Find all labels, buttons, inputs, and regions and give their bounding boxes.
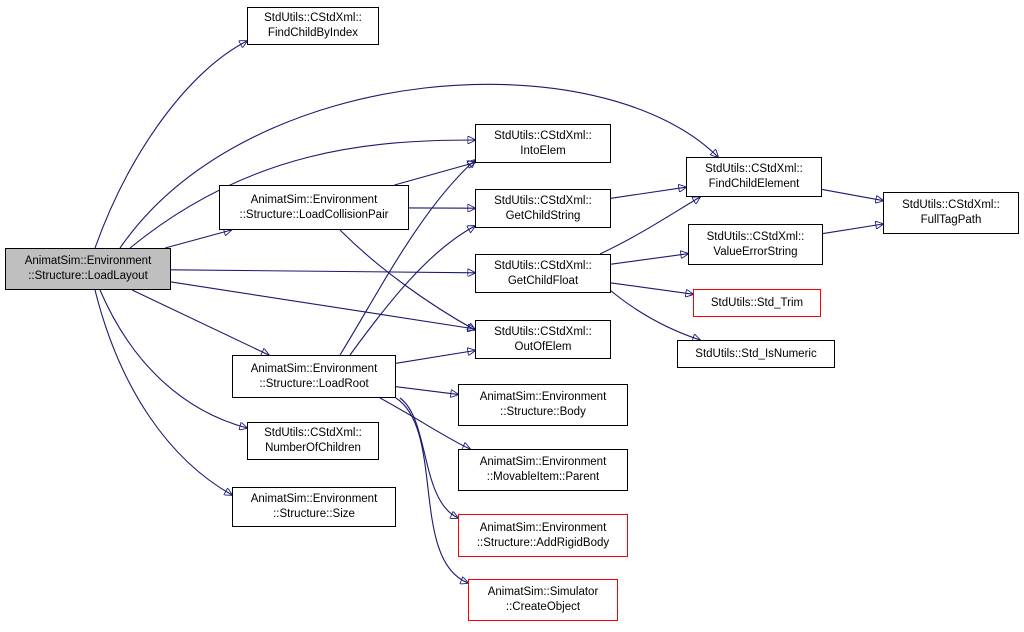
edge-loadlayout-to-getchildfloat (171, 270, 475, 273)
node-label-line: StdUtils::CStdXml:: (494, 259, 592, 274)
node-label-line: AnimatSim::Environment (25, 254, 152, 269)
node-loadroot[interactable]: AnimatSim::Environment::Structure::LoadR… (232, 355, 396, 398)
node-label-line: AnimatSim::Environment (251, 492, 378, 507)
edge-findchildelement-to-fulltagpath (822, 189, 883, 200)
edge-loadcollisionpair-to-intoelem (395, 163, 476, 186)
node-findchildbyindex[interactable]: StdUtils::CStdXml::FindChildByIndex (247, 7, 379, 45)
node-label-line: FindChildByIndex (268, 26, 358, 41)
node-label-line: ::Structure::AddRigidBody (477, 536, 609, 551)
edge-getchildstring-to-findchildelement (611, 187, 686, 198)
node-label-line: ::Structure::LoadRoot (259, 377, 368, 392)
node-label-line: StdUtils::CStdXml:: (264, 11, 362, 26)
node-label-line: ::Structure::LoadCollisionPair (240, 208, 389, 223)
node-label-line: StdUtils::Std_IsNumeric (695, 347, 816, 362)
node-std-isnumeric[interactable]: StdUtils::Std_IsNumeric (677, 340, 835, 368)
node-addrigidbody[interactable]: AnimatSim::Environment::Structure::AddRi… (458, 514, 628, 557)
node-label-line: AnimatSim::Simulator (488, 585, 599, 600)
node-size[interactable]: AnimatSim::Environment::Structure::Size (232, 487, 396, 527)
edge-valueerrorstring-to-fulltagpath (823, 224, 883, 234)
node-label-line: AnimatSim::Environment (251, 362, 378, 377)
edge-loadlayout-to-findchildelement (120, 84, 718, 248)
node-label-line: StdUtils::CStdXml:: (264, 426, 362, 441)
node-label-line: ::CreateObject (506, 600, 580, 615)
node-fulltagpath[interactable]: StdUtils::CStdXml::FullTagPath (883, 192, 1019, 234)
node-getchildfloat[interactable]: StdUtils::CStdXml::GetChildFloat (475, 254, 611, 293)
node-numberofchildren[interactable]: StdUtils::CStdXml::NumberOfChildren (247, 422, 379, 460)
node-loadlayout[interactable]: AnimatSim::Environment::Structure::LoadL… (5, 248, 171, 290)
node-label-line: FindChildElement (709, 177, 800, 192)
edge-loadcollisionpair-to-outofelem (340, 230, 475, 330)
node-label-line: AnimatSim::Environment (480, 521, 607, 536)
node-label-line: StdUtils::CStdXml:: (494, 325, 592, 340)
edge-loadlayout-to-numberofchildren (100, 290, 247, 428)
node-label-line: StdUtils::CStdXml:: (705, 162, 803, 177)
node-intoelem[interactable]: StdUtils::CStdXml::IntoElem (475, 124, 611, 163)
node-label-line: AnimatSim::Environment (480, 390, 607, 405)
node-label-line: StdUtils::CStdXml:: (494, 194, 592, 209)
edge-getchildfloat-to-std_isnumeric (610, 290, 700, 340)
node-label-line: StdUtils::CStdXml:: (494, 129, 592, 144)
edge-loadlayout-to-loadroot (132, 290, 269, 355)
node-label-line: StdUtils::CStdXml:: (707, 230, 805, 245)
node-std-trim[interactable]: StdUtils::Std_Trim (693, 289, 821, 317)
node-label-line: GetChildFloat (508, 274, 578, 289)
edge-loadlayout-to-loadcollisionpair (165, 230, 231, 248)
node-label-line: AnimatSim::Environment (251, 193, 378, 208)
edge-getchildfloat-to-std_trim (611, 283, 693, 294)
node-label-line: NumberOfChildren (265, 441, 361, 456)
node-label-line: ::MovableItem::Parent (487, 470, 600, 485)
node-findchildelement[interactable]: StdUtils::CStdXml::FindChildElement (686, 157, 822, 197)
node-label-line: ::Structure::Body (500, 405, 586, 420)
node-loadcollisionpair[interactable]: AnimatSim::Environment::Structure::LoadC… (219, 185, 409, 230)
node-label-line: OutOfElem (515, 340, 572, 355)
node-label-line: StdUtils::Std_Trim (711, 296, 803, 311)
node-label-line: AnimatSim::Environment (480, 455, 607, 470)
node-label-line: IntoElem (520, 144, 565, 159)
node-label-line: ::Structure::Size (273, 507, 355, 522)
edge-getchildfloat-to-findchildelement (600, 197, 700, 254)
node-body[interactable]: AnimatSim::Environment::Structure::Body (458, 384, 628, 426)
node-label-line: StdUtils::CStdXml:: (902, 198, 1000, 213)
node-outofelem[interactable]: StdUtils::CStdXml::OutOfElem (475, 320, 611, 359)
node-getchildstring[interactable]: StdUtils::CStdXml::GetChildString (475, 189, 611, 228)
edge-loadroot-to-parent (380, 398, 470, 449)
node-label-line: GetChildString (506, 209, 581, 224)
node-createobject[interactable]: AnimatSim::Simulator::CreateObject (468, 579, 618, 621)
edge-getchildfloat-to-valueerrorstring (611, 254, 688, 265)
node-label-line: ValueErrorString (713, 245, 797, 260)
node-valueerrorstring[interactable]: StdUtils::CStdXml::ValueErrorString (688, 224, 823, 265)
node-label-line: ::Structure::LoadLayout (28, 269, 148, 284)
node-parent[interactable]: AnimatSim::Environment::MovableItem::Par… (458, 449, 628, 491)
edge-loadlayout-to-outofelem (171, 282, 475, 329)
edge-loadroot-to-outofelem (396, 351, 475, 364)
edge-loadroot-to-body (396, 387, 458, 395)
node-label-line: FullTagPath (921, 213, 982, 228)
